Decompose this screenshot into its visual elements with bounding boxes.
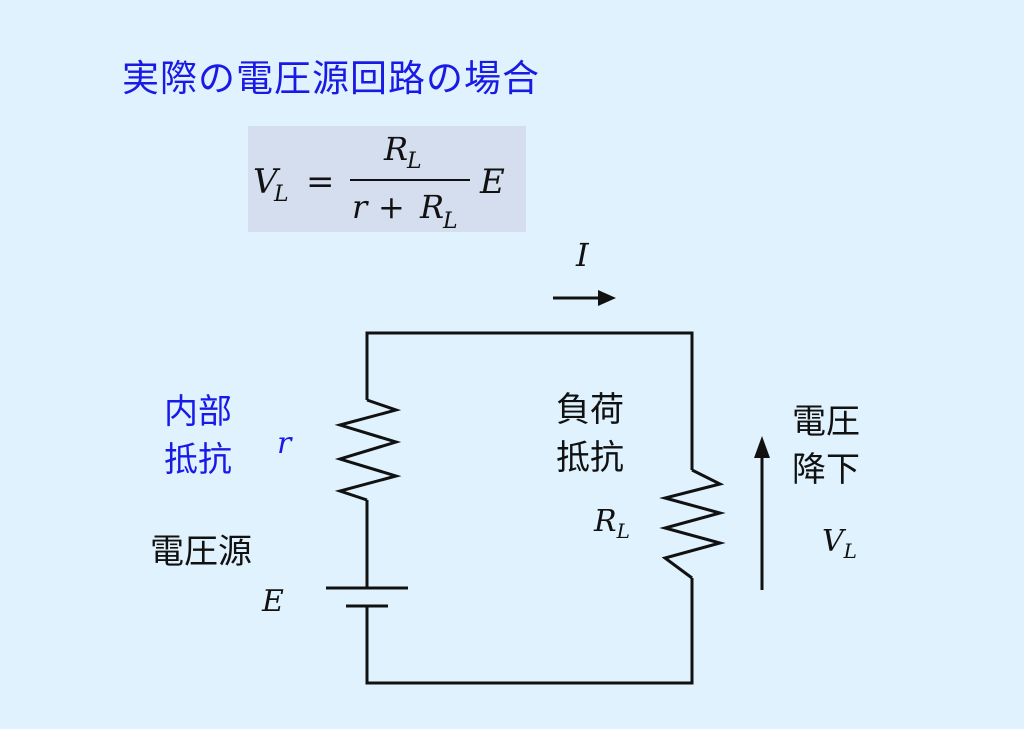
formula-numerator-sub: L: [406, 149, 422, 174]
internal-resistance-symbol: r: [277, 426, 292, 461]
formula-lhs: V: [253, 162, 281, 202]
internal-resistance-label-2: 抵抗: [164, 440, 232, 480]
source-symbol: E: [262, 584, 284, 619]
load-label-1: 負荷: [556, 390, 624, 430]
formula-plus: +: [378, 188, 405, 226]
top-wire: [365, 331, 694, 470]
formula-denominator-sub: L: [442, 209, 458, 234]
current-arrow: [553, 290, 616, 306]
load-resistor: [659, 468, 726, 580]
current-symbol: I: [575, 236, 590, 274]
battery-symbol: [326, 586, 408, 608]
voltage-drop-label-1: 電圧: [792, 402, 860, 442]
voltage-drop-symbol: VL: [822, 524, 857, 563]
formula-equals: =: [306, 162, 335, 202]
formula-factor: E: [479, 162, 505, 202]
load-label-2: 抵抗: [556, 438, 624, 478]
page-title: 実際の電圧源回路の場合: [122, 57, 540, 100]
formula-denominator-r: r: [352, 188, 369, 226]
voltage-drop-symbol-main: V: [822, 524, 844, 559]
bottom-wire: [365, 578, 694, 685]
voltage-drop-label-2: 降下: [792, 450, 860, 490]
load-symbol: RL: [594, 504, 630, 543]
formula-lhs-sub: L: [273, 182, 289, 207]
load-symbol-main: R: [594, 504, 617, 539]
formula: V L = R L r + R L E: [253, 130, 505, 234]
voltage-arrow: [754, 436, 770, 590]
internal-resistance-label-1: 内部: [164, 392, 232, 432]
formula-denominator-R: R: [419, 188, 444, 226]
internal-resistor: [334, 398, 402, 502]
source-label: 電圧源: [150, 532, 252, 572]
load-symbol-sub: L: [616, 519, 630, 543]
voltage-drop-symbol-sub: L: [843, 539, 857, 563]
circuit-wires: [334, 331, 726, 685]
formula-numerator: R: [383, 130, 408, 168]
